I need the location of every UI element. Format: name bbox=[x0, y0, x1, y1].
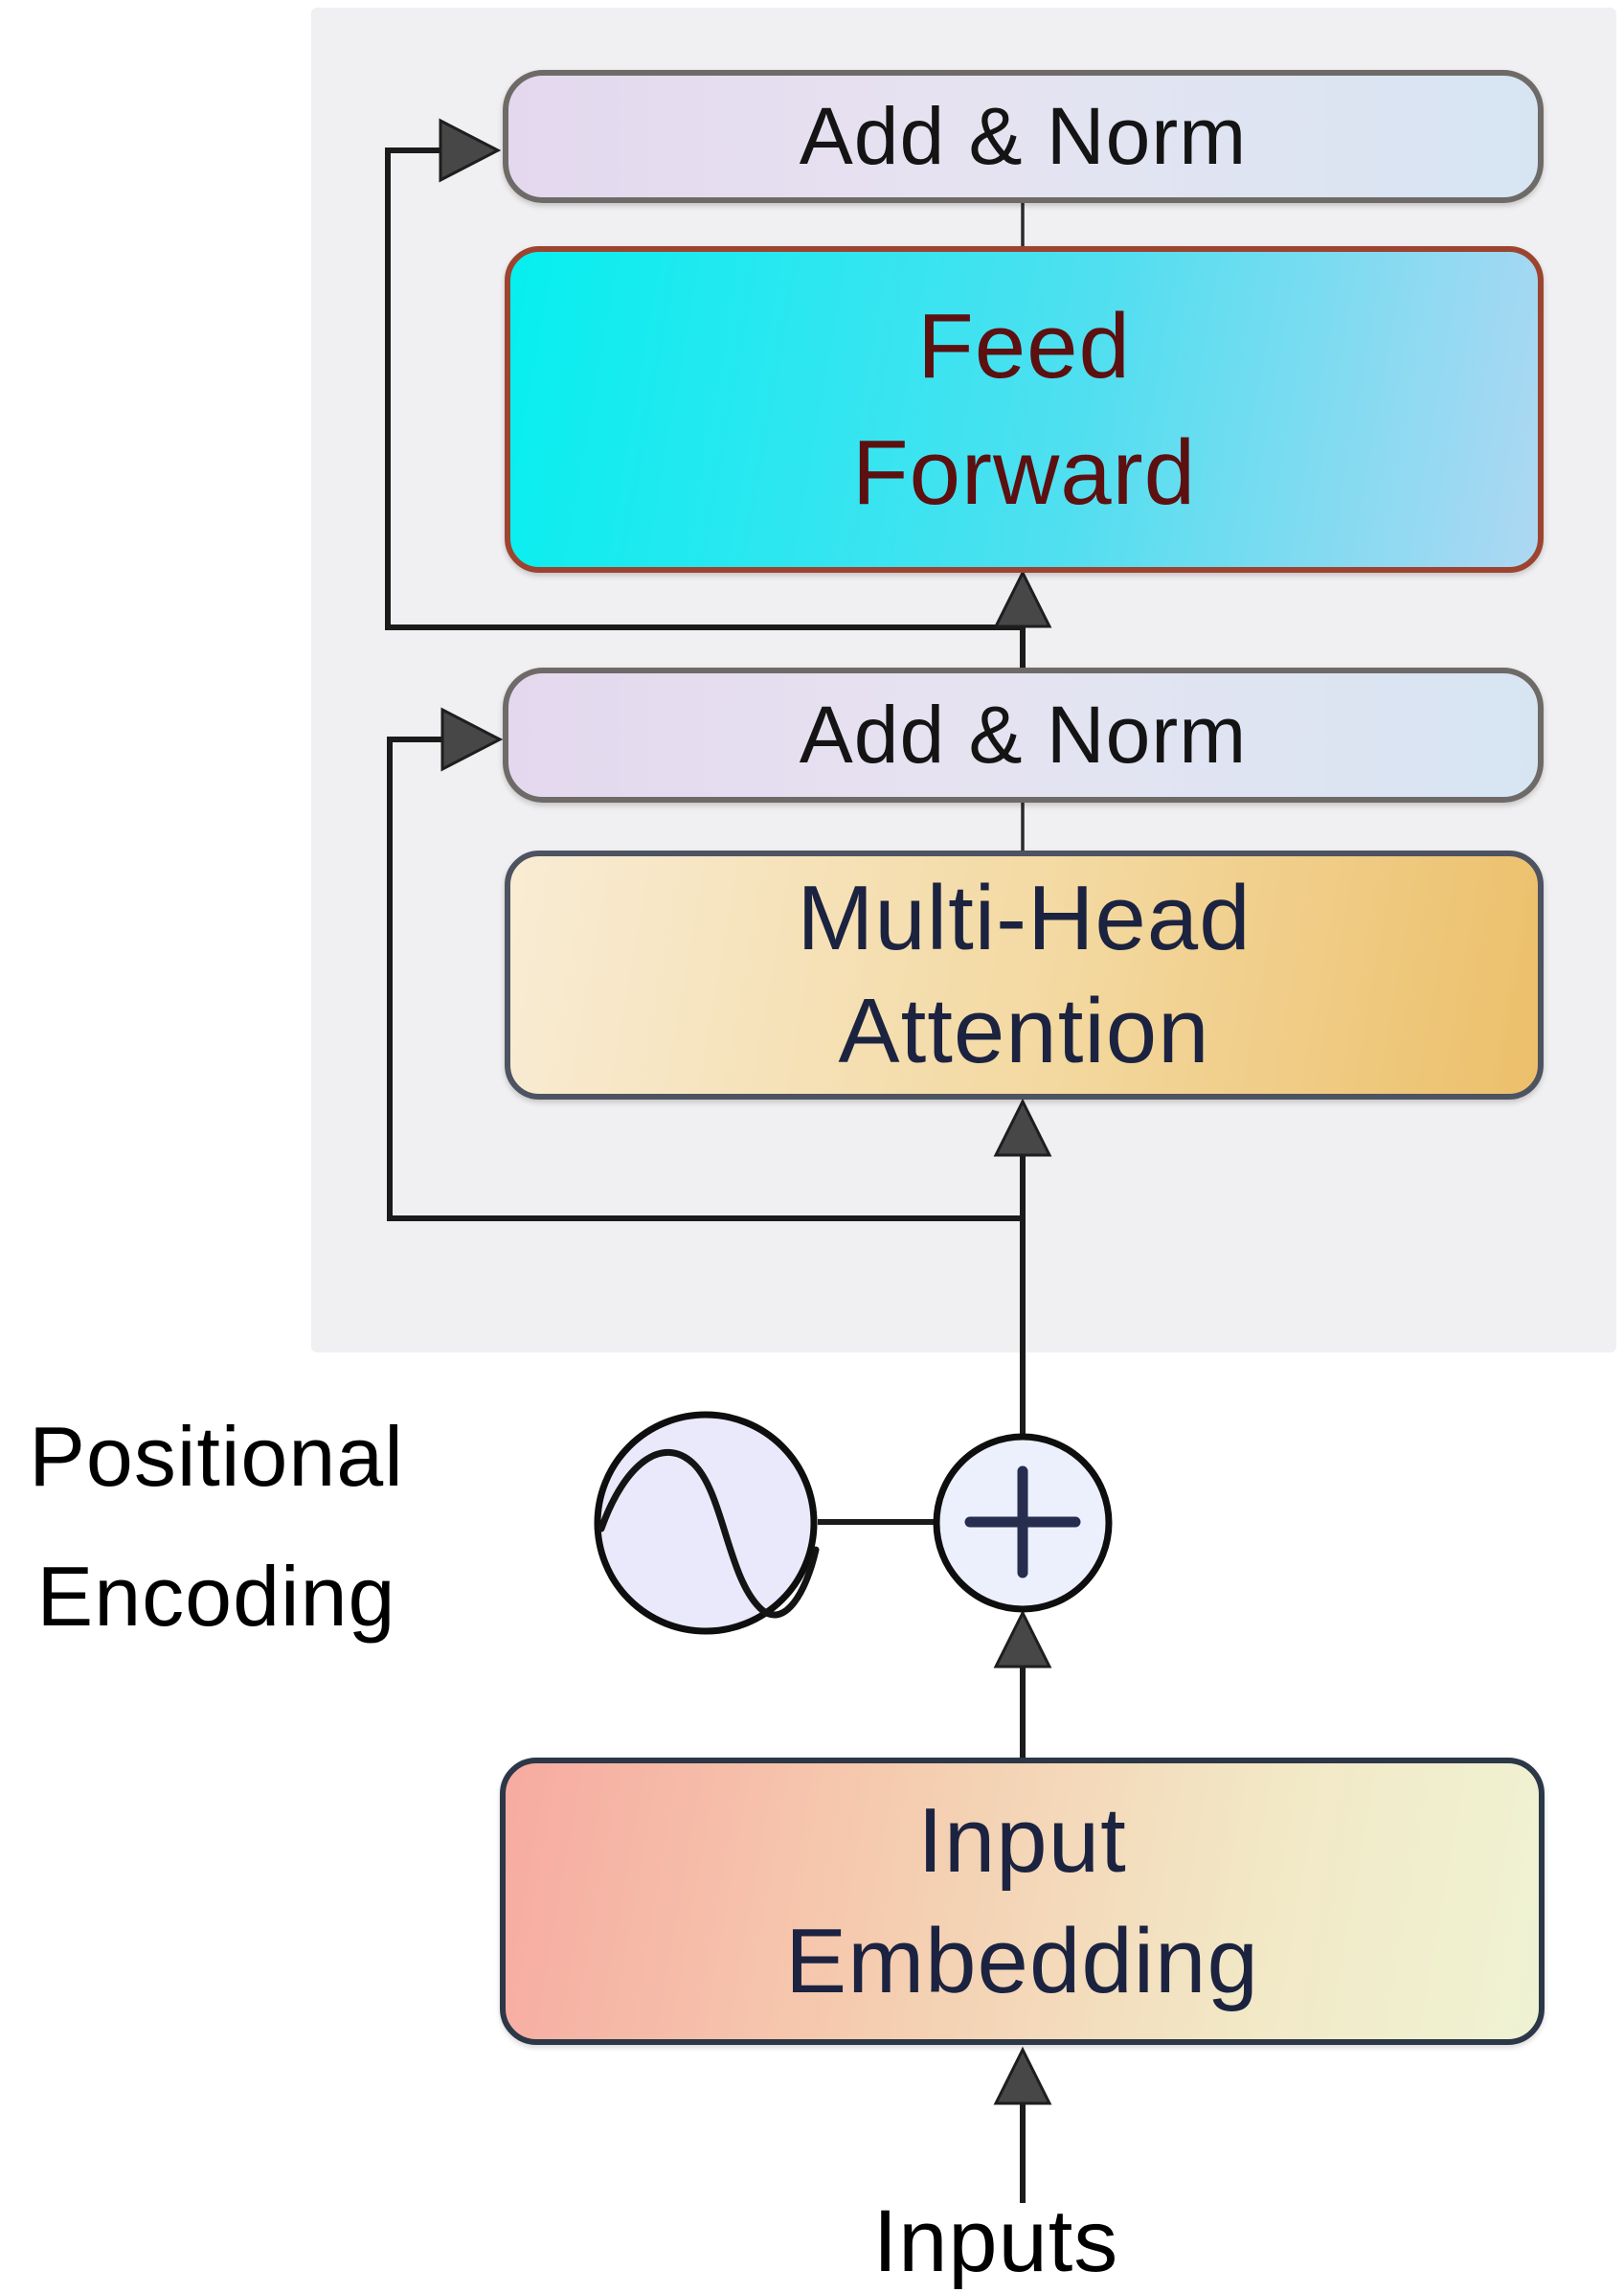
arrowhead-up-icon bbox=[993, 1609, 1052, 1669]
residual-connection-2 bbox=[387, 737, 1023, 1221]
add-norm-mid-label: Add & Norm bbox=[799, 690, 1248, 780]
add-norm-top-block: Add & Norm bbox=[503, 70, 1544, 203]
inputs-label: Inputs bbox=[872, 2192, 1119, 2290]
arrowhead-up-icon bbox=[993, 569, 1052, 628]
arrowhead-up-icon bbox=[993, 2046, 1052, 2105]
multi-head-attention-block: Multi-Head Attention bbox=[505, 851, 1544, 1100]
feed-forward-label-line1: Feed bbox=[917, 294, 1131, 397]
positional-encoding-circle bbox=[594, 1411, 818, 1635]
arrowhead-up-icon bbox=[993, 1098, 1052, 1157]
multi-head-attention-label-line2: Attention bbox=[838, 980, 1210, 1082]
arrowhead-right-icon bbox=[439, 118, 502, 183]
positional-encoding-line1: Positional bbox=[29, 1409, 404, 1504]
multi-head-attention-label-line1: Multi-Head bbox=[797, 867, 1252, 969]
feed-forward-block: Feed Forward bbox=[505, 246, 1544, 573]
feed-forward-label-line2: Forward bbox=[851, 420, 1197, 524]
add-norm-mid-block: Add & Norm bbox=[503, 668, 1544, 803]
plus-icon bbox=[964, 1465, 1081, 1578]
positional-encoding-line2: Encoding bbox=[36, 1549, 396, 1644]
sine-wave-icon bbox=[598, 1449, 820, 1619]
input-embedding-block: Input Embedding bbox=[500, 1758, 1545, 2045]
residual-connection-1 bbox=[385, 148, 1023, 630]
add-norm-top-label: Add & Norm bbox=[799, 91, 1248, 181]
arrowhead-right-icon bbox=[440, 707, 504, 772]
positional-encoding-label: Positional Encoding bbox=[0, 1387, 433, 1667]
input-embedding-label-line1: Input bbox=[917, 1789, 1127, 1892]
input-embedding-label-line2: Embedding bbox=[785, 1910, 1259, 2012]
